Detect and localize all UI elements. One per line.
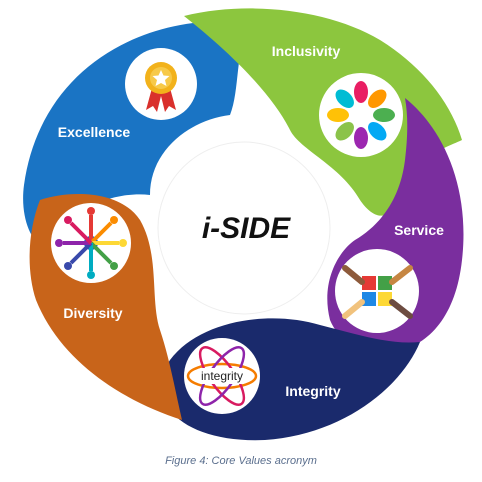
diversity-icon-disc — [51, 203, 131, 283]
excellence-icon-disc — [125, 48, 197, 120]
service-icon-disc — [335, 249, 419, 333]
label-service: Service — [394, 222, 444, 238]
puzzle-hands-icon — [342, 265, 413, 319]
figure-caption: Figure 4: Core Values acronym — [165, 455, 317, 467]
label-integrity: Integrity — [285, 383, 340, 399]
center-title: i-SIDE — [202, 212, 291, 245]
center-disc — [158, 142, 330, 314]
hands-circle-icon — [327, 81, 395, 149]
integrity-icon-disc: integrity — [184, 338, 260, 414]
label-inclusivity: Inclusivity — [272, 43, 341, 59]
integrity-atom-icon: integrity — [186, 346, 258, 406]
label-diversity: Diversity — [63, 305, 122, 321]
people-network-icon — [55, 207, 127, 279]
inclusivity-icon-disc — [319, 73, 403, 157]
center-disc-outline — [157, 141, 331, 315]
svg-text:integrity: integrity — [201, 369, 243, 383]
award-medal-icon — [145, 62, 177, 112]
label-excellence: Excellence — [58, 124, 131, 140]
